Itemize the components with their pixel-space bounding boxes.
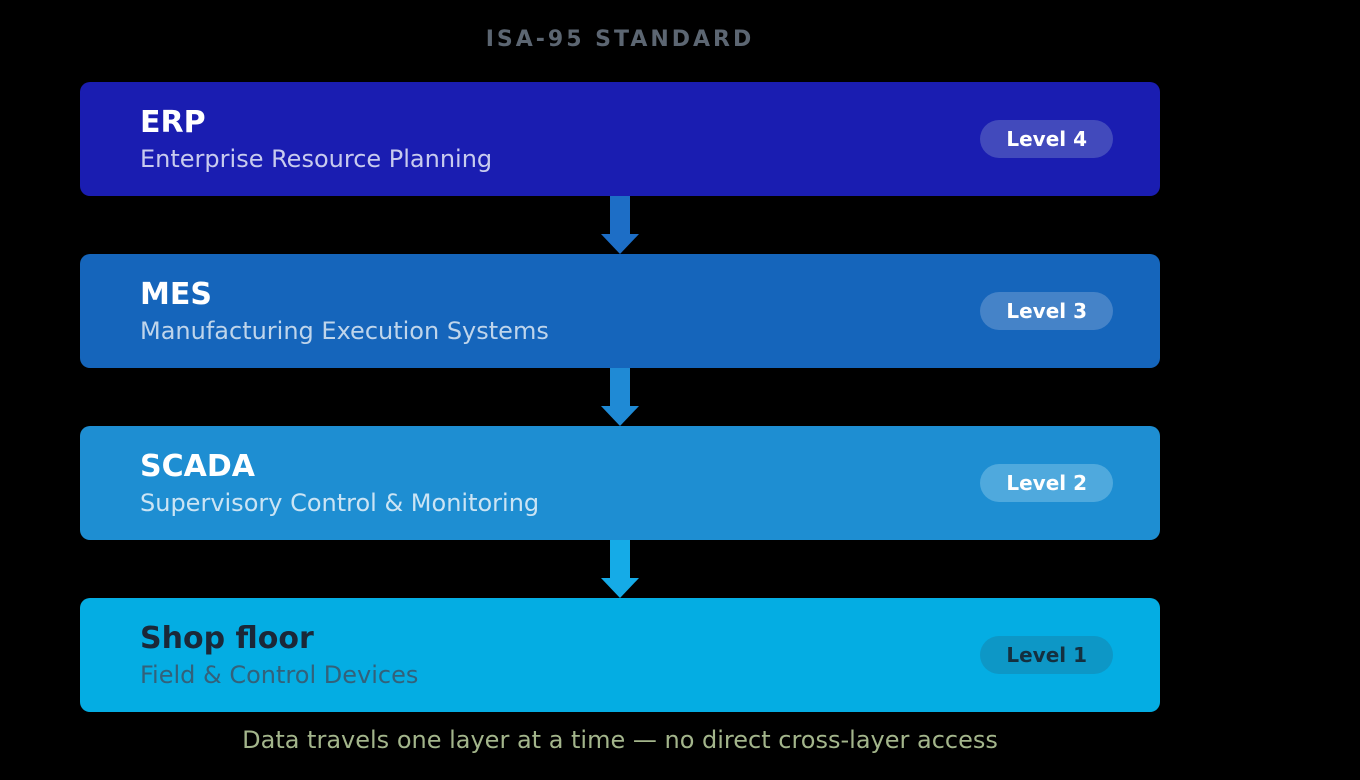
layer-scada-text: SCADA Supervisory Control & Monitoring [140,450,539,516]
layer-shopfloor: Shop floor Field & Control Devices Level… [80,598,1160,712]
layer-erp-name: ERP [140,104,206,140]
layer-shopfloor-text: Shop floor Field & Control Devices [140,622,418,688]
layer-shopfloor-name: Shop floor [140,620,314,656]
level-badge-2: Level 2 [980,464,1113,502]
layer-mes-name: MES [140,276,212,312]
layer-scada-name: SCADA [140,448,255,484]
arrow-head-icon [601,578,639,598]
layer-mes-text: MES Manufacturing Execution Systems [140,278,549,344]
arrow-head-icon [601,234,639,254]
layer-scada: SCADA Supervisory Control & Monitoring L… [80,426,1160,540]
level-badge-3: Level 3 [980,292,1113,330]
layer-erp: ERP Enterprise Resource Planning Level 4 [80,82,1160,196]
level-badge-1: Level 1 [980,636,1113,674]
level-badge-4: Level 4 [980,120,1113,158]
diagram-caption: Data travels one layer at a time — no di… [242,726,998,754]
layer-erp-text: ERP Enterprise Resource Planning [140,106,492,172]
diagram-title: ISA-95 STANDARD [485,27,755,52]
layer-scada-description: Supervisory Control & Monitoring [140,488,540,517]
layer-stack: ERP Enterprise Resource Planning Level 4… [80,82,1160,712]
arrow-shaft [610,196,630,234]
arrow-head-icon [601,406,639,426]
layer-mes-description: Manufacturing Execution Systems [140,316,549,345]
layer-shopfloor-description: Field & Control Devices [140,660,419,689]
down-arrow-erp-to-mes [80,196,1160,254]
arrow-shaft [610,368,630,406]
down-arrow-scada-to-shopfloor [80,540,1160,598]
layer-erp-description: Enterprise Resource Planning [140,144,493,173]
down-arrow-mes-to-scada [80,368,1160,426]
arrow-shaft [610,540,630,578]
layer-mes: MES Manufacturing Execution Systems Leve… [80,254,1160,368]
